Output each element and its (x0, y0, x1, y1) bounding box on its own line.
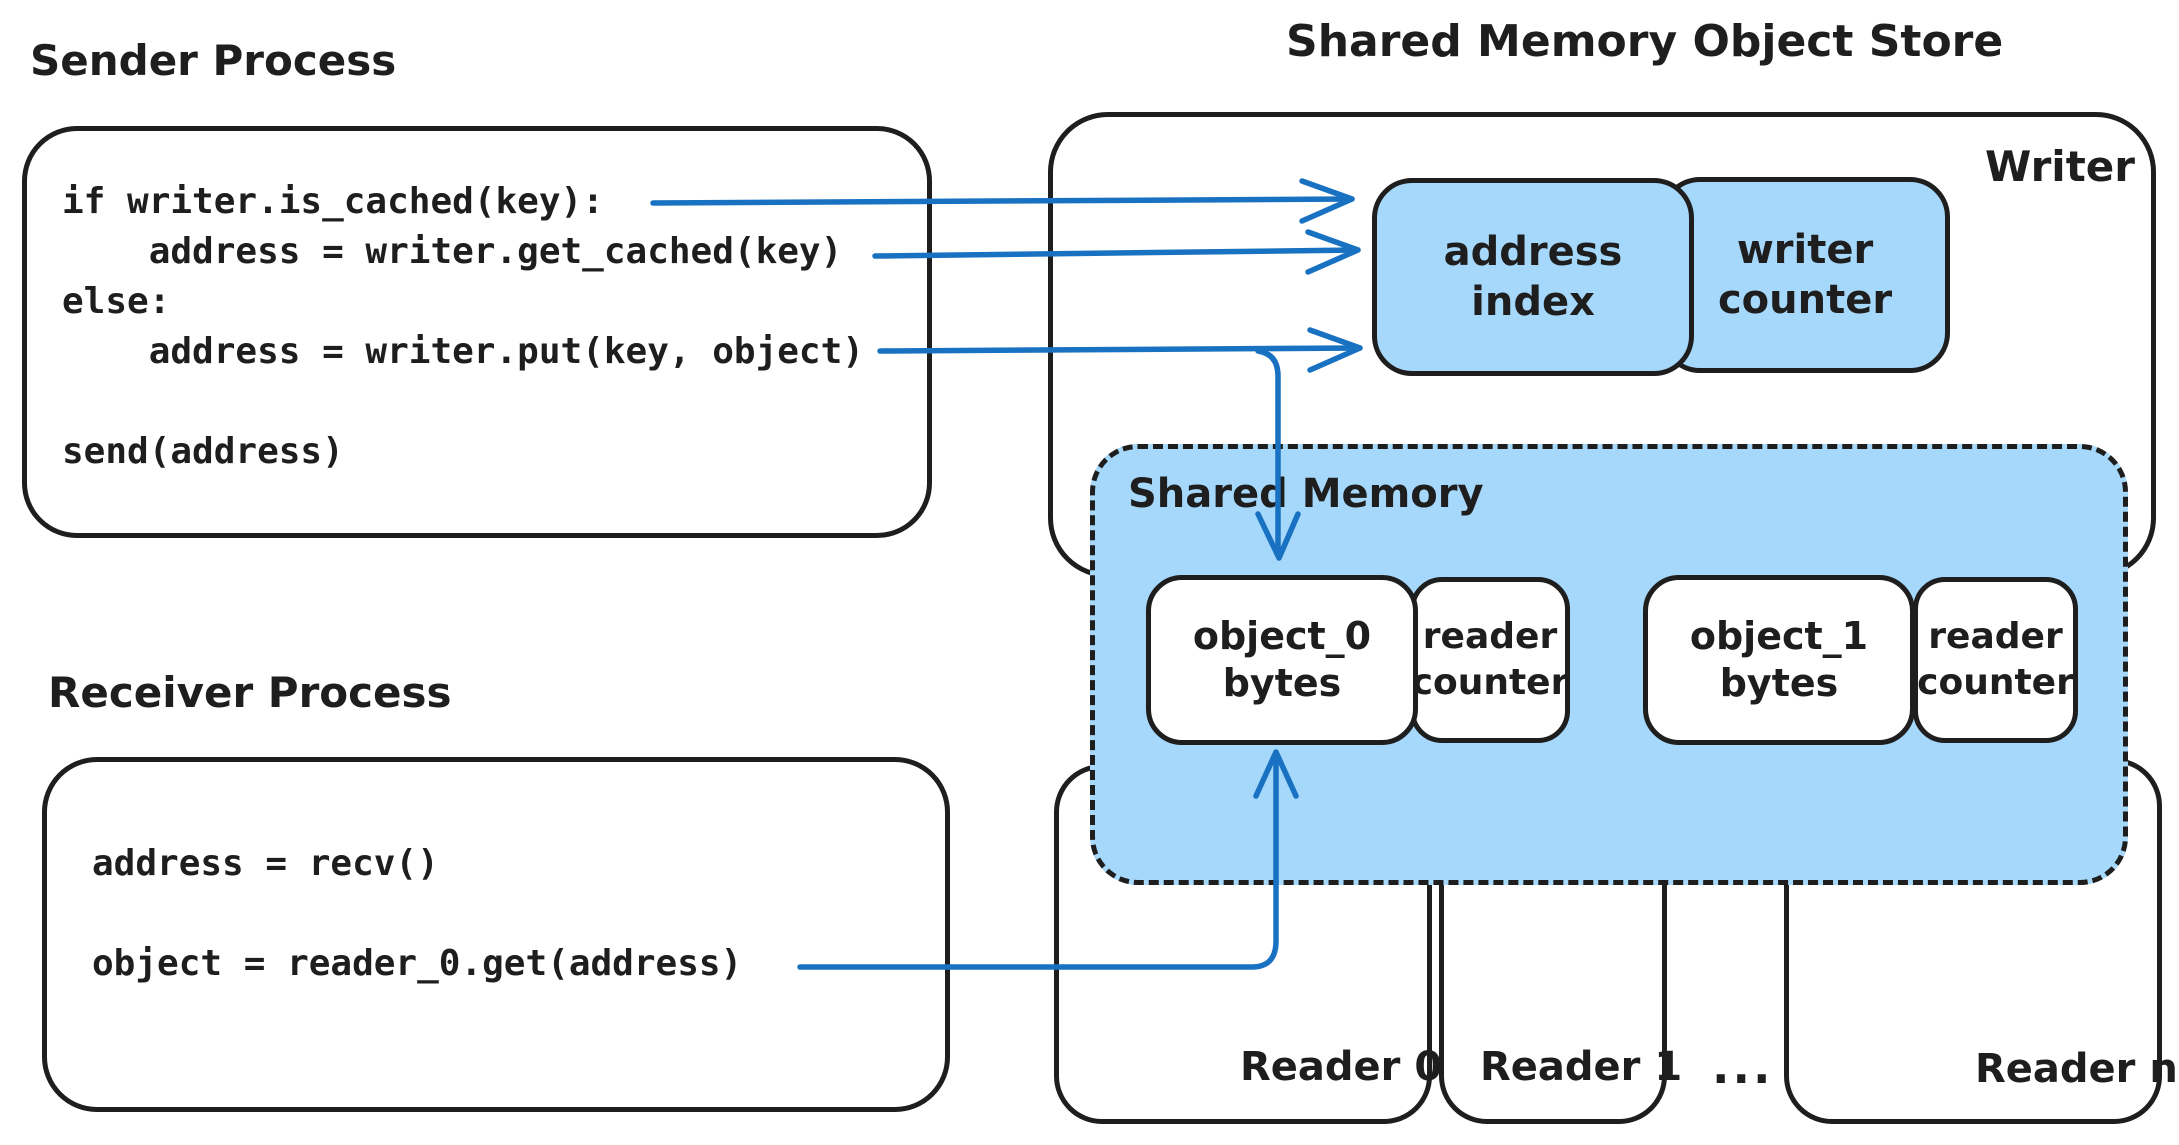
object-0-label-line: object_0 (1192, 614, 1372, 658)
writer-counter-label-line: writer (1736, 227, 1874, 273)
sender-process-title: Sender Process (30, 36, 397, 85)
object-1-label-line: object_1 (1689, 614, 1869, 658)
code-line: address = writer.put(key, object) (62, 331, 864, 372)
store-title: Shared Memory Object Store (1286, 16, 2004, 67)
writer-counter-box: writer counter (1660, 177, 1950, 373)
code-line (92, 889, 742, 939)
reader-counter-1-box: reader counter (1913, 577, 2078, 743)
readers-ellipsis: ... (1712, 1040, 1774, 1094)
sender-process-box (22, 126, 932, 538)
code-line: send(address) (62, 431, 344, 472)
sender-code: if writer.is_cached(key): address = writ… (62, 177, 864, 477)
reader-counter-0-box: reader counter (1410, 577, 1570, 743)
code-line: else: (62, 281, 171, 322)
reader-0-label: Reader 0 (1240, 1044, 1443, 1090)
object-0-box: object_0 bytes (1146, 575, 1418, 745)
address-index-box: address index (1372, 178, 1694, 376)
code-line: if writer.is_cached(key): (62, 181, 604, 222)
shared-memory-label: Shared Memory (1128, 471, 1484, 517)
reader-1-label: Reader 1 (1480, 1044, 1683, 1090)
reader-counter-label-line: counter (1411, 662, 1569, 703)
object-1-label-line: bytes (1719, 661, 1839, 705)
writer-counter-label-line: counter (1717, 277, 1893, 323)
code-line: address = writer.get_cached(key) (62, 231, 843, 272)
receiver-process-title: Receiver Process (48, 668, 452, 717)
receiver-code: address = recv() object = reader_0.get(a… (92, 839, 742, 989)
writer-label: Writer (1985, 142, 2135, 191)
reader-counter-label-line: reader (1928, 616, 2063, 657)
reader-n-label: Reader n (1975, 1046, 2178, 1092)
code-line: object = reader_0.get(address) (92, 943, 743, 984)
address-index-label-line: index (1471, 279, 1595, 325)
object-0-label-line: bytes (1222, 661, 1342, 705)
object-1-box: object_1 bytes (1643, 575, 1915, 745)
reader-counter-label-line: counter (1917, 662, 2074, 703)
address-index-label-line: address (1443, 229, 1623, 275)
code-line (62, 377, 864, 427)
reader-counter-label-line: reader (1422, 616, 1558, 657)
code-line: address = recv() (92, 843, 439, 884)
